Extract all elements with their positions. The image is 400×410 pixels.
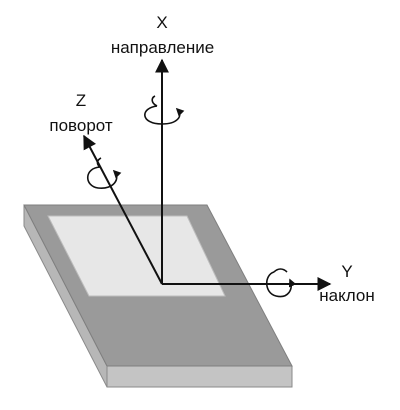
y-axis-letter: Y [341,262,353,281]
z-axis-arrow [83,134,163,285]
y-axis-name: наклон [319,286,375,305]
z-axis-letter: Z [75,91,87,110]
device [23,204,293,388]
x-rotation-icon [144,95,185,125]
z-rotation-icon [86,157,122,189]
x-axis-name: направление [110,38,215,57]
y-rotation-icon [265,268,297,298]
z-axis-name: поворот [49,116,113,135]
device-front-side [106,365,293,388]
x-axis-letter: X [156,13,168,32]
axes [83,58,332,291]
device-screen [47,215,226,297]
